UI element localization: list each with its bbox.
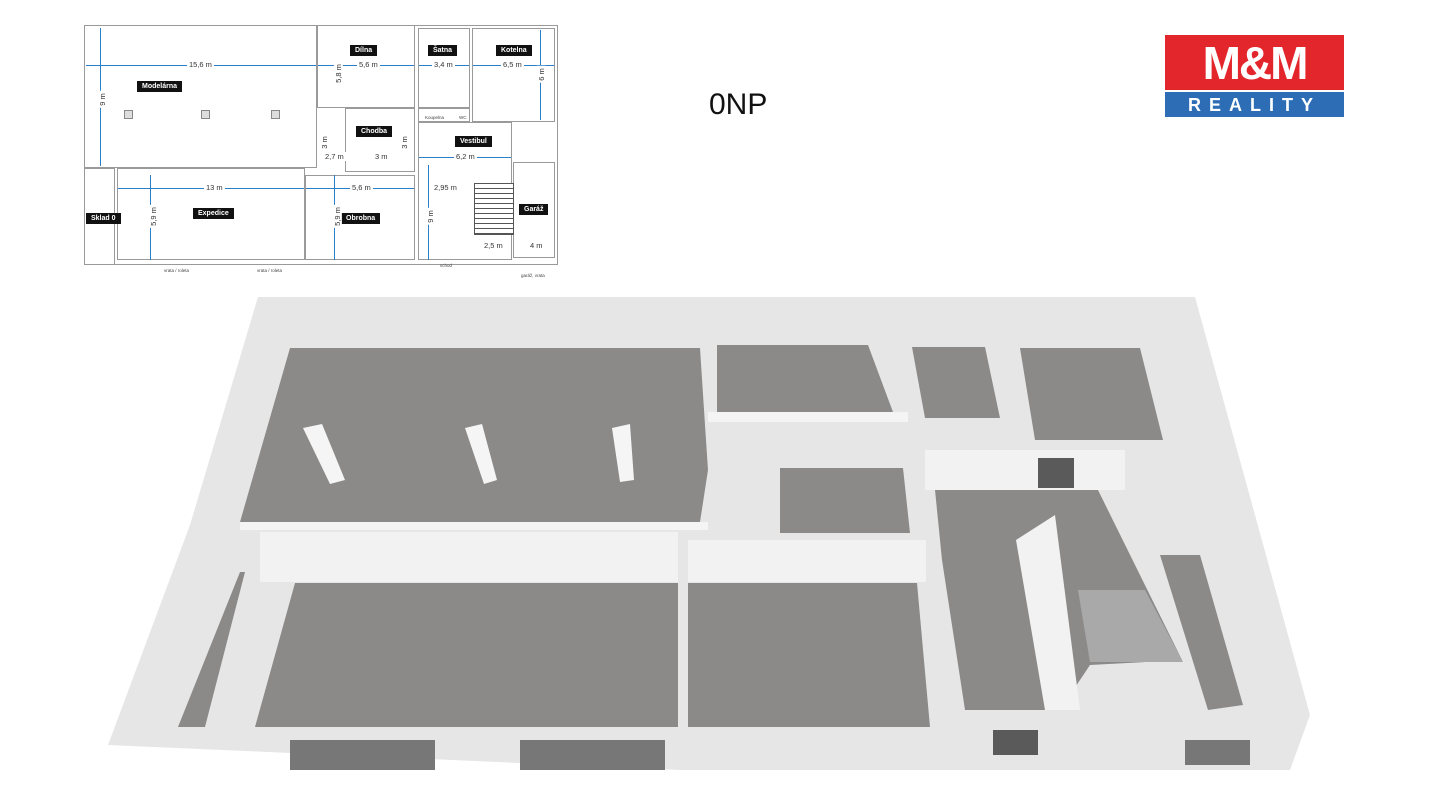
floor-dilna	[717, 345, 893, 412]
room-label-garaz: Garáž	[519, 204, 549, 215]
floor-garaz	[1160, 555, 1243, 710]
pillar	[201, 110, 210, 119]
note-gate: vrata / roleta	[257, 268, 283, 273]
logo-top: M&M	[1165, 35, 1344, 90]
wall	[240, 522, 708, 530]
room-label-chodba: Chodba	[356, 126, 393, 137]
room-label-expedice: Expedice	[193, 208, 234, 219]
floor-sklad	[178, 572, 245, 727]
room-bathroom	[418, 108, 470, 122]
floor-expedice	[255, 583, 678, 727]
gate	[520, 740, 665, 770]
room-label-kotelna: Kotelna	[496, 45, 532, 56]
room-label-sklad: Sklad 0	[86, 213, 121, 224]
stair-wall	[1016, 515, 1080, 710]
floor-obrobna	[688, 583, 930, 727]
dimension: 2,7 m	[323, 152, 346, 161]
company-logo: M&M REALITY	[1165, 35, 1344, 117]
dimension: 5,6 m	[350, 183, 373, 192]
dimension: 2,95 m	[432, 183, 459, 192]
wall	[260, 532, 678, 582]
pillar	[303, 424, 345, 484]
dimension: 5,6 m	[357, 60, 380, 69]
door	[993, 730, 1038, 755]
room-label-modelarna: Modelárna	[137, 81, 183, 92]
floor-kotelna	[1020, 348, 1163, 440]
wall	[708, 412, 908, 422]
room-modelarna	[84, 25, 317, 168]
stairs	[1078, 590, 1183, 662]
floor-satna	[912, 347, 1000, 418]
wall	[688, 540, 926, 582]
stairs	[474, 183, 514, 235]
dimension: 4 m	[528, 241, 545, 250]
dimension: 6,5 m	[501, 60, 524, 69]
room-label-dilna: Dílna	[350, 45, 378, 56]
room-label-koupelna: Koupelna	[425, 115, 445, 120]
dimension: 3,4 m	[432, 60, 455, 69]
room-label-satna: Šatna	[428, 45, 458, 56]
room-label-obrobna: Obrobna	[341, 213, 381, 224]
dimension: 15,6 m	[187, 60, 214, 69]
dimension: 13 m	[204, 183, 225, 192]
pillar	[465, 424, 497, 484]
gate	[290, 740, 435, 770]
door	[1038, 458, 1074, 488]
logo-bottom: REALITY	[1165, 92, 1344, 117]
dimension: 6,2 m	[454, 152, 477, 161]
note-gate: vrata / roleta	[164, 268, 190, 273]
note-garage-gate: garáž, vrata	[521, 273, 545, 278]
pillar	[271, 110, 280, 119]
floor-title: 0NP	[709, 88, 768, 121]
note-entrance: vchod	[440, 263, 453, 268]
floor-chodba	[780, 468, 910, 533]
garage-gate	[1185, 740, 1250, 765]
pillar	[124, 110, 133, 119]
wall	[925, 450, 1125, 490]
floor-plan-2d: Modelárna Dílna Šatna Kotelna Chodba Ves…	[0, 0, 600, 290]
dimension: 3 m	[373, 152, 390, 161]
dimension: 2,5 m	[482, 241, 505, 250]
room-label-vestibul: Vestibul	[455, 136, 492, 147]
pillar	[612, 424, 634, 482]
room-label-wc: WC	[459, 115, 467, 120]
